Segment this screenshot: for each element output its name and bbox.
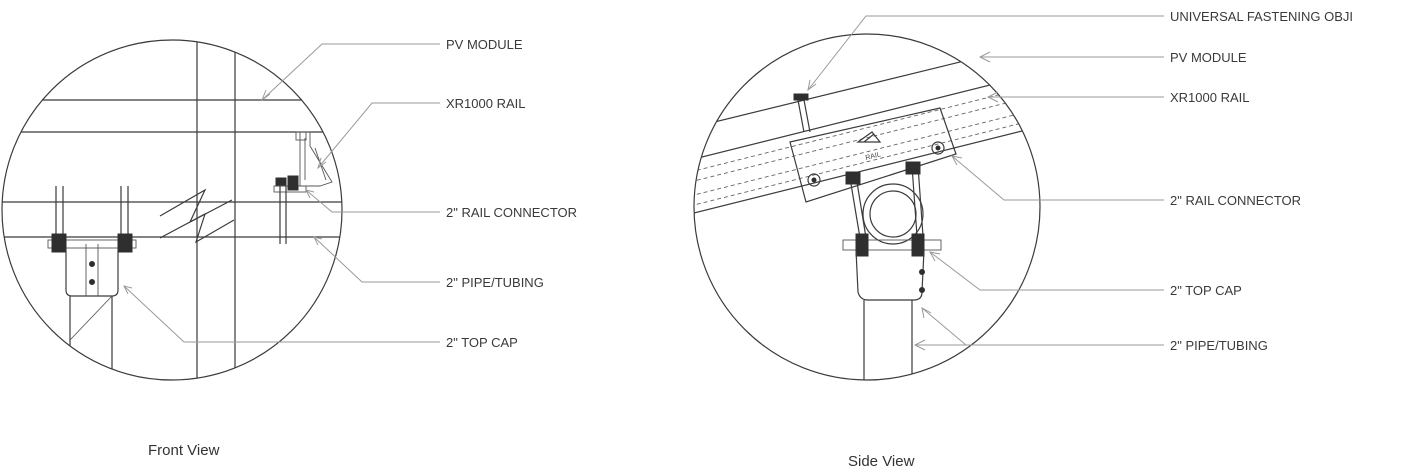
- side-view-caption: Side View: [848, 453, 915, 470]
- front-label-rail-connector: 2" RAIL CONNECTOR: [446, 205, 577, 220]
- side-label-pipe-tubing: 2" PIPE/TUBING: [1170, 338, 1268, 353]
- side-view: RAIL: [693, 9, 1353, 470]
- side-view-drawing: RAIL: [694, 39, 1040, 380]
- side-label-xr1000-rail: XR1000 RAIL: [1170, 90, 1250, 105]
- side-label-universal-fastening: UNIVERSAL FASTENING OBJI: [1170, 9, 1353, 24]
- svg-text:RAIL: RAIL: [865, 151, 882, 162]
- front-view-caption: Front View: [148, 442, 220, 459]
- side-leaders: [807, 15, 1164, 351]
- front-view-detail-circle: [1, 39, 343, 381]
- front-leaders: [123, 43, 440, 343]
- front-label-pipe-tubing: 2" PIPE/TUBING: [446, 275, 544, 290]
- side-label-top-cap: 2" TOP CAP: [1170, 283, 1242, 298]
- side-label-rail-connector: 2" RAIL CONNECTOR: [1170, 193, 1301, 208]
- front-view-drawing: [2, 40, 342, 380]
- side-label-pv-module: PV MODULE: [1170, 50, 1247, 65]
- front-view: PV MODULE XR1000 RAIL 2" RAIL CONNECTOR …: [1, 37, 577, 459]
- side-view-detail-circle: [693, 33, 1041, 381]
- front-label-xr1000-rail: XR1000 RAIL: [446, 96, 526, 111]
- front-label-pv-module: PV MODULE: [446, 37, 523, 52]
- front-label-top-cap: 2" TOP CAP: [446, 335, 518, 350]
